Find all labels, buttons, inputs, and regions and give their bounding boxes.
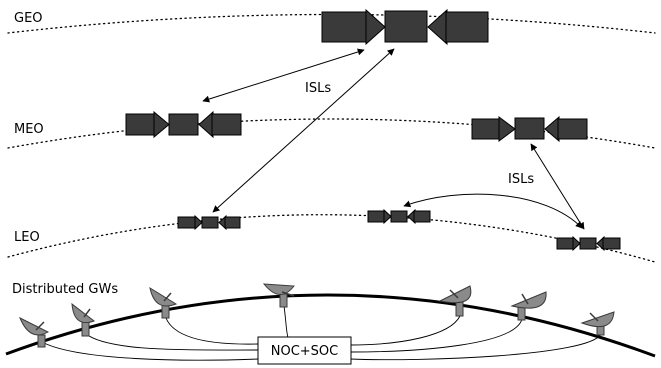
noc-soc-label: NOC+SOC xyxy=(271,344,339,359)
meo-satellite-left xyxy=(125,110,242,139)
geo-label: GEO xyxy=(14,11,43,26)
gateway-dish-3 xyxy=(149,286,178,319)
isl-label-lower: ISLs xyxy=(508,172,534,187)
isl-arrow-geo-leo xyxy=(212,48,395,213)
geo-satellite xyxy=(321,8,489,46)
isl-arrow-geo-meo xyxy=(202,48,365,103)
gateway-dish-7 xyxy=(580,311,615,336)
leo-orbit xyxy=(7,214,656,263)
leo-satellite-left xyxy=(177,214,241,231)
leo-label: LEO xyxy=(14,230,40,245)
meo-label: MEO xyxy=(14,122,44,137)
noc-soc-box: NOC+SOC xyxy=(257,336,352,365)
gateway-dish-2 xyxy=(71,302,96,337)
isl-label-upper: ISLs xyxy=(305,81,331,96)
isl-arrow-leo-leo xyxy=(403,193,583,229)
gateway-dish-5 xyxy=(438,285,472,317)
earth-surface xyxy=(5,293,656,358)
gateways-label: Distributed GWs xyxy=(12,282,118,297)
leo-satellite-middle xyxy=(367,208,431,225)
leo-satellite-right xyxy=(556,235,621,252)
gateway-cables xyxy=(43,305,602,361)
gateway-dish-6 xyxy=(510,291,547,321)
gateway-dish-4 xyxy=(262,283,295,308)
meo-satellite-right xyxy=(471,115,588,143)
gateway-dish-1 xyxy=(19,316,50,348)
isl-arrow-meo-leo xyxy=(530,143,585,230)
